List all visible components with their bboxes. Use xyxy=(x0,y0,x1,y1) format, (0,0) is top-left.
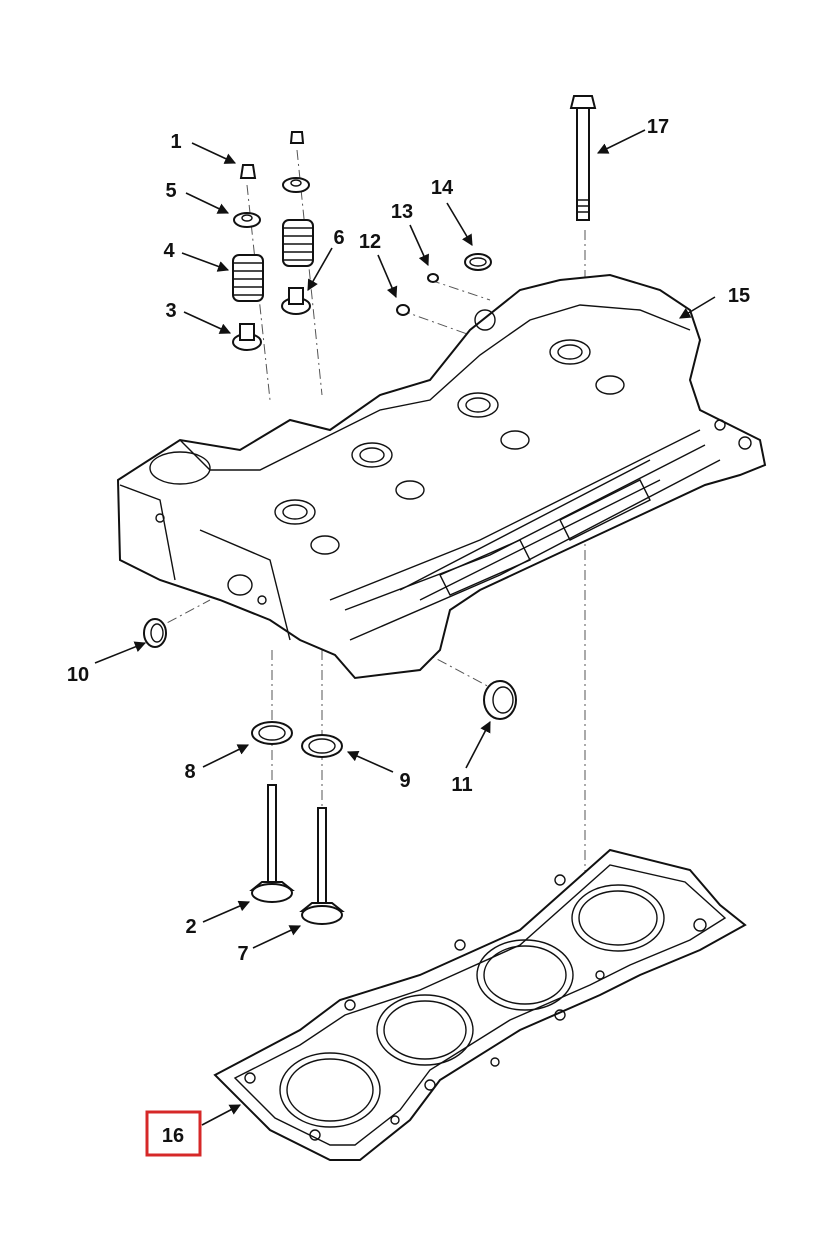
callout-1: 1 xyxy=(170,131,181,153)
callout-3: 3 xyxy=(165,300,176,322)
head-bolt-17 xyxy=(569,95,597,221)
callout-9: 9 xyxy=(399,770,410,792)
valve-seat-inserts-8-9 xyxy=(251,721,343,758)
callout-2: 2 xyxy=(185,916,196,938)
callout-7: 7 xyxy=(237,943,248,965)
callout-labels: 1 5 4 3 6 12 13 14 17 15 10 11 8 9 2 7 1… xyxy=(67,116,750,1157)
callout-6: 6 xyxy=(333,227,344,249)
cylinder-head xyxy=(116,273,767,680)
valve-stem-seal-3 xyxy=(232,287,311,351)
leader-arrows xyxy=(94,129,716,1126)
callout-17: 17 xyxy=(647,116,669,138)
callout-15: 15 xyxy=(728,285,750,307)
valve-keeper-1 xyxy=(239,131,305,179)
plugs-12-13 xyxy=(396,273,439,316)
callout-8: 8 xyxy=(184,761,195,783)
callout-5: 5 xyxy=(165,180,176,202)
callout-10: 10 xyxy=(67,664,89,686)
callout-12: 12 xyxy=(359,231,381,253)
o-ring-14 xyxy=(464,253,492,271)
seal-ring-10 xyxy=(143,618,167,648)
callout-13: 13 xyxy=(391,201,413,223)
valves-2-7 xyxy=(249,784,345,925)
head-gasket xyxy=(213,848,747,1161)
callout-11: 11 xyxy=(451,774,472,796)
callout-16-highlight-box xyxy=(145,1110,202,1157)
valve-spring-4 xyxy=(232,219,314,302)
callout-14: 14 xyxy=(431,177,454,199)
callout-16: 16 xyxy=(162,1125,184,1147)
callout-4: 4 xyxy=(163,240,175,262)
spring-retainer-5 xyxy=(233,177,310,228)
seal-ring-11 xyxy=(483,680,517,720)
